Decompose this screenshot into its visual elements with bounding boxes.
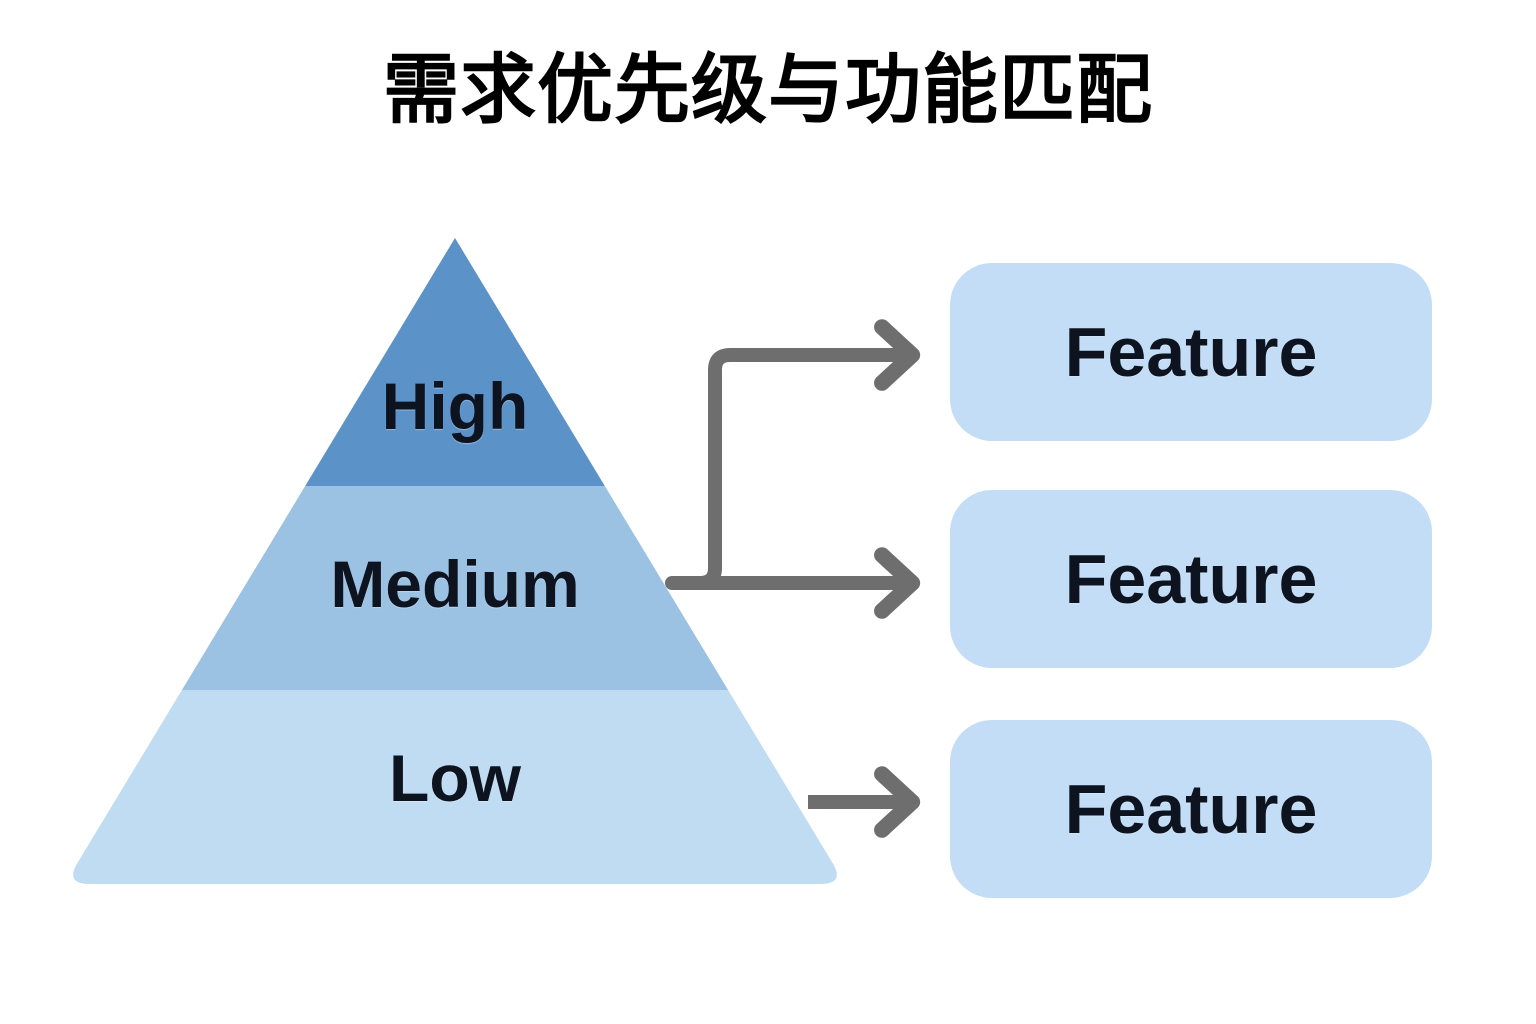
page-title: 需求优先级与功能匹配 [383,48,1153,133]
feature-card-2[interactable]: Feature [950,490,1432,668]
feature-card-label: Feature [1064,770,1318,848]
pyramid-tier-low[interactable] [40,690,880,920]
feature-card-label: Feature [1064,540,1318,618]
pyramid-tier-label-low: Low [389,741,521,815]
feature-card-3[interactable]: Feature [950,720,1432,898]
feature-card-1[interactable]: Feature [950,263,1432,441]
feature-card-label: Feature [1064,313,1318,391]
pyramid-tier-label-medium: Medium [330,547,580,621]
connector-high[interactable] [665,319,921,590]
pyramid-tier-label-high: High [381,369,529,443]
